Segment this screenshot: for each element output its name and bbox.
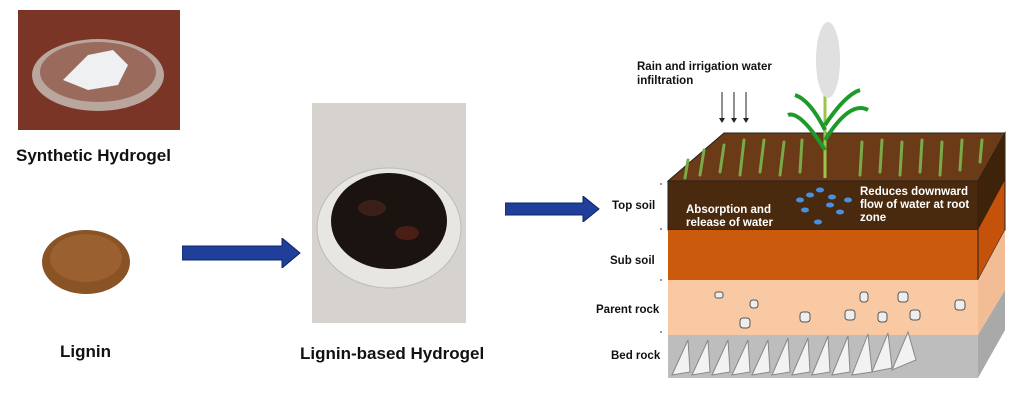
bed-rock-label: Bed rock [611,350,661,362]
parent-rock-label: Parent rock [596,304,660,316]
sub-soil-label: Sub soil [610,255,655,267]
absorption-label: Absorption and release of water [686,204,773,229]
rain-label: Rain and irrigation water infiltration [637,61,772,87]
rain-arrows-icon [719,92,749,123]
arrow-icon [505,196,600,222]
soil-profile-diagram [660,22,1006,378]
lignin-hydrogel-photo [312,103,466,323]
lignin-powder-image [42,230,130,294]
arrow-icon [182,238,301,268]
reduces-flow-label: Reduces downward flow of water at root z… [860,186,970,224]
lignin-label: Lignin [60,342,111,361]
synthetic-hydrogel-label: Synthetic Hydrogel [16,146,171,165]
synthetic-hydrogel-photo [18,10,180,130]
lignin-hydrogel-label: Lignin-based Hydrogel [300,344,485,363]
top-soil-label: Top soil [612,200,656,212]
